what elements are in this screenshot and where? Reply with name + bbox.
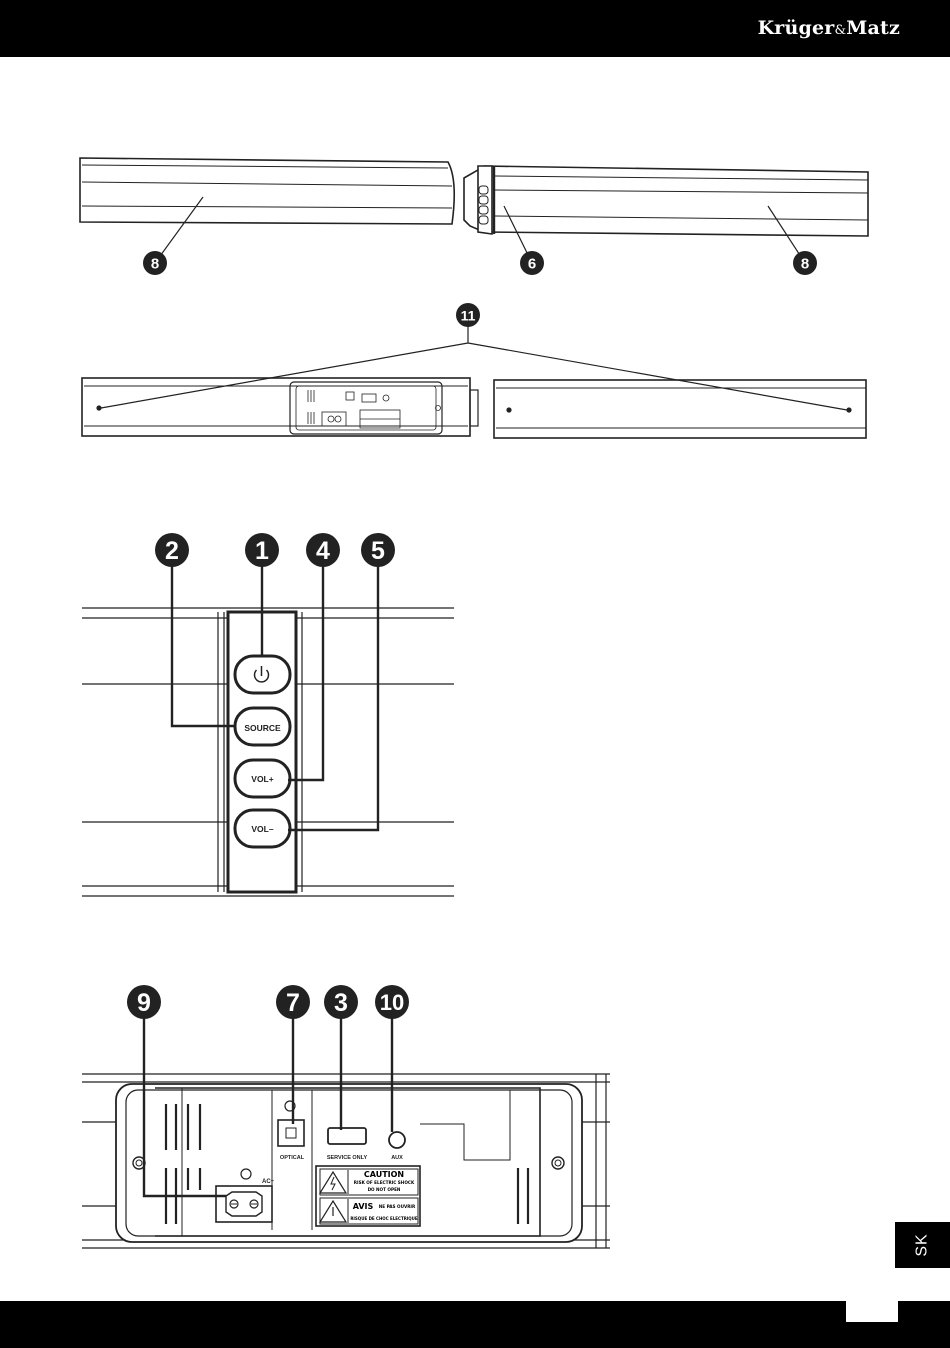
svg-text:1: 1 xyxy=(255,537,269,565)
aux-port-label: AUX xyxy=(391,1155,403,1161)
svg-text:8: 8 xyxy=(151,256,159,273)
callout-badge: 9 xyxy=(127,985,161,1019)
figure-rear-view xyxy=(82,326,866,438)
callout-badge: 6 xyxy=(520,251,544,275)
service-port-label: SERVICE ONLY xyxy=(327,1155,368,1161)
callout-badge: 1 xyxy=(245,533,279,567)
svg-text:3: 3 xyxy=(334,989,348,1017)
svg-text:8: 8 xyxy=(801,256,809,273)
vol-up-button-label: VOL+ xyxy=(251,774,273,784)
svg-text:2: 2 xyxy=(165,537,179,565)
caution-line-1: RISK OF ELECTRIC SHOCK xyxy=(354,1180,415,1185)
optical-port-label: OPTICAL xyxy=(280,1155,305,1161)
callout-badge: 10 xyxy=(375,985,409,1019)
callout-badge: 7 xyxy=(276,985,310,1019)
svg-text:11: 11 xyxy=(461,308,476,324)
avis-line-1: NE PAS OUVRIR xyxy=(379,1204,416,1209)
callout-badge: 8 xyxy=(143,251,167,275)
svg-text:7: 7 xyxy=(286,989,300,1017)
svg-text:5: 5 xyxy=(371,537,385,565)
footer-bar xyxy=(0,1301,950,1348)
callout-badge: 8 xyxy=(793,251,817,275)
callout-badge: 11 xyxy=(456,303,480,327)
caution-line-2: DO NOT OPEN xyxy=(368,1187,401,1192)
avis-line-2: RISQUE DE CHOC ELECTRIQUE xyxy=(350,1216,418,1221)
caution-title: CAUTION xyxy=(364,1170,404,1179)
callout-badge: 3 xyxy=(324,985,358,1019)
language-tab: SK xyxy=(895,1222,950,1268)
source-button-label: SOURCE xyxy=(244,723,281,733)
svg-text:4: 4 xyxy=(316,537,330,565)
svg-text:10: 10 xyxy=(380,990,404,1015)
avis-title: AVIS xyxy=(353,1202,374,1211)
vol-down-button-label: VOL– xyxy=(251,824,273,834)
ac-port-label: AC~ xyxy=(262,1179,275,1185)
figure-front-view xyxy=(80,158,868,263)
callout-badge: 5 xyxy=(361,533,395,567)
svg-text:6: 6 xyxy=(528,256,536,273)
callout-badge: 4 xyxy=(306,533,340,567)
page-number-box xyxy=(846,1301,898,1322)
figure-connection-panel xyxy=(82,1012,610,1248)
svg-text:9: 9 xyxy=(137,989,151,1017)
callout-badge: 2 xyxy=(155,533,189,567)
